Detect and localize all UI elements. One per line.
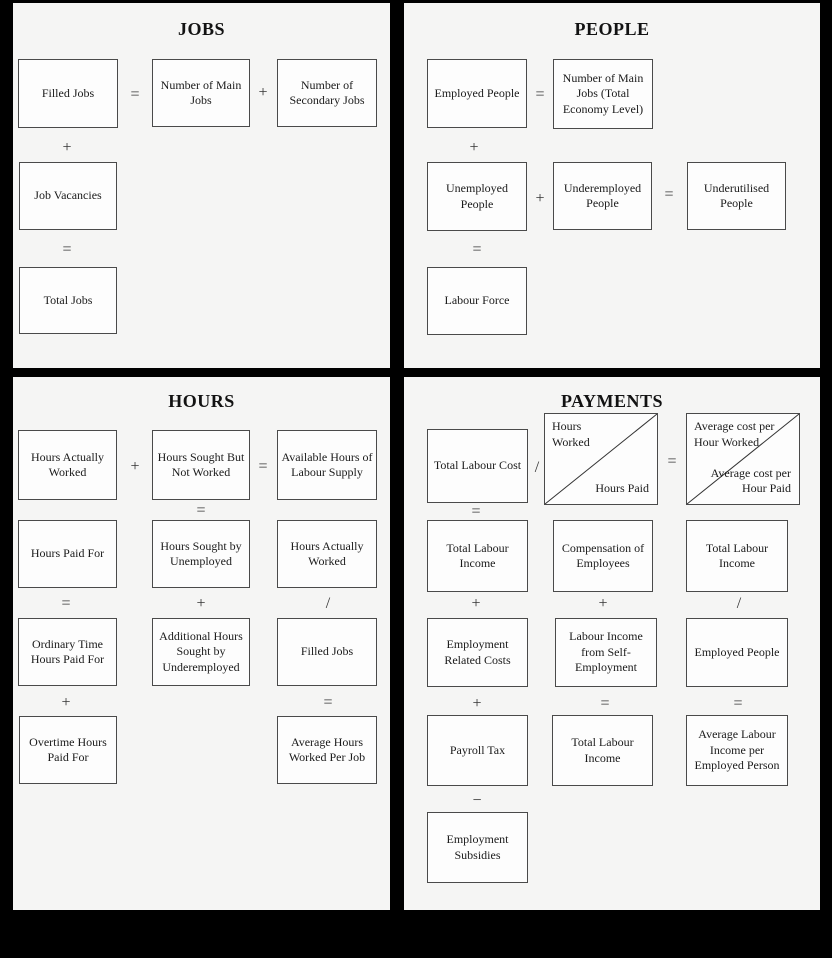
equals-operator: = bbox=[323, 694, 333, 711]
average-cost-per-hour-paid-label: Average cost per Hour Paid bbox=[710, 465, 791, 496]
equals-operator: = bbox=[196, 502, 206, 519]
split-box-hours-worked-paid: Hours Worked Hours Paid bbox=[544, 413, 658, 505]
box-payroll-tax: Payroll Tax bbox=[427, 715, 528, 786]
equals-operator: = bbox=[130, 86, 140, 103]
equals-operator: = bbox=[471, 503, 481, 520]
box-average-labour-income-per-employed-person: Average Labour Income per Employed Perso… bbox=[686, 715, 788, 786]
equals-operator: = bbox=[62, 241, 72, 258]
box-employed-people: Employed People bbox=[427, 59, 527, 128]
box-labour-force: Labour Force bbox=[427, 267, 527, 335]
box-hours-sought-but-not-worked: Hours Sought But Not Worked bbox=[152, 430, 250, 500]
box-additional-hours-sought-by-underemployed: Additional Hours Sought by Underemployed bbox=[152, 618, 250, 686]
box-hours-sought-by-unemployed: Hours Sought by Unemployed bbox=[152, 520, 250, 588]
box-labour-income-from-self-employment: Labour Income from Self-Employment bbox=[555, 618, 657, 687]
plus-operator: + bbox=[469, 139, 479, 156]
plus-operator: + bbox=[61, 694, 71, 711]
equals-operator: = bbox=[664, 186, 674, 203]
jobs-panel-title: JOBS bbox=[177, 19, 226, 39]
box-employment-related-costs: Employment Related Costs bbox=[427, 618, 528, 687]
box-total-labour-income-2: Total Labour Income bbox=[686, 520, 788, 592]
equals-operator: = bbox=[472, 241, 482, 258]
box-job-vacancies: Job Vacancies bbox=[19, 162, 117, 230]
plus-operator: + bbox=[471, 595, 481, 612]
diagonal-line bbox=[545, 414, 657, 504]
box-filled-jobs-hours: Filled Jobs bbox=[277, 618, 377, 686]
box-compensation-of-employees: Compensation of Employees bbox=[553, 520, 653, 592]
box-total-labour-income: Total Labour Income bbox=[427, 520, 528, 592]
equals-operator: = bbox=[667, 453, 677, 470]
hours-paid-label: Hours Paid bbox=[595, 481, 649, 496]
box-available-hours-of-labour-supply: Available Hours of Labour Supply bbox=[277, 430, 377, 500]
plus-operator: + bbox=[472, 695, 482, 712]
people-panel-title: PEOPLE bbox=[574, 19, 650, 39]
box-total-labour-income-3: Total Labour Income bbox=[552, 715, 653, 786]
box-number-of-secondary-jobs: Number of Secondary Jobs bbox=[277, 59, 377, 127]
hours-panel-title: HOURS bbox=[168, 391, 235, 411]
box-number-of-main-jobs-total-economy: Number of Main Jobs (Total Economy Level… bbox=[553, 59, 653, 129]
box-unemployed-people: Unemployed People bbox=[427, 162, 527, 231]
equals-operator: = bbox=[600, 695, 610, 712]
box-number-of-main-jobs: Number of Main Jobs bbox=[152, 59, 250, 127]
box-employed-people-payments: Employed People bbox=[686, 618, 788, 687]
hours-panel: HOURS Hours Actually Worked + Hours Soug… bbox=[13, 377, 390, 910]
divide-operator: / bbox=[325, 595, 331, 612]
payments-panel: PAYMENTS Total Labour Cost / Hours Worke… bbox=[404, 377, 820, 910]
jobs-panel: JOBS Filled Jobs = Number of Main Jobs +… bbox=[13, 3, 390, 368]
diagonal-line bbox=[687, 414, 799, 504]
box-total-labour-cost: Total Labour Cost bbox=[427, 429, 528, 503]
equals-operator: = bbox=[733, 695, 743, 712]
divide-operator: / bbox=[534, 459, 540, 476]
box-hours-actually-worked-2: Hours Actually Worked bbox=[277, 520, 377, 588]
box-hours-paid-for: Hours Paid For bbox=[18, 520, 117, 588]
box-employment-subsidies: Employment Subsidies bbox=[427, 812, 528, 883]
box-hours-actually-worked: Hours Actually Worked bbox=[18, 430, 117, 500]
plus-operator: + bbox=[535, 190, 545, 207]
split-box-average-cost: Average cost per Hour Worked Average cos… bbox=[686, 413, 800, 505]
equals-operator: = bbox=[535, 86, 545, 103]
plus-operator: + bbox=[62, 139, 72, 156]
equals-operator: = bbox=[258, 458, 268, 475]
payments-panel-title: PAYMENTS bbox=[560, 391, 663, 411]
people-panel: PEOPLE Employed People = Number of Main … bbox=[404, 3, 820, 368]
equals-operator: = bbox=[61, 595, 71, 612]
box-overtime-hours-paid-for: Overtime Hours Paid For bbox=[19, 716, 117, 784]
plus-operator: + bbox=[258, 84, 268, 101]
box-average-hours-worked-per-job: Average Hours Worked Per Job bbox=[277, 716, 377, 784]
hours-worked-label: Hours Worked bbox=[552, 419, 590, 449]
average-cost-per-hour-worked-label: Average cost per Hour Worked bbox=[694, 419, 775, 449]
box-underemployed-people: Underemployed People bbox=[553, 162, 652, 230]
divide-operator: / bbox=[736, 595, 742, 612]
box-filled-jobs: Filled Jobs bbox=[18, 59, 118, 128]
minus-operator: − bbox=[472, 792, 482, 809]
plus-operator: + bbox=[196, 595, 206, 612]
box-total-jobs: Total Jobs bbox=[19, 267, 117, 334]
plus-operator: + bbox=[130, 458, 140, 475]
box-ordinary-time-hours-paid-for: Ordinary Time Hours Paid For bbox=[18, 618, 117, 686]
box-underutilised-people: Underutilised People bbox=[687, 162, 786, 230]
plus-operator: + bbox=[598, 595, 608, 612]
